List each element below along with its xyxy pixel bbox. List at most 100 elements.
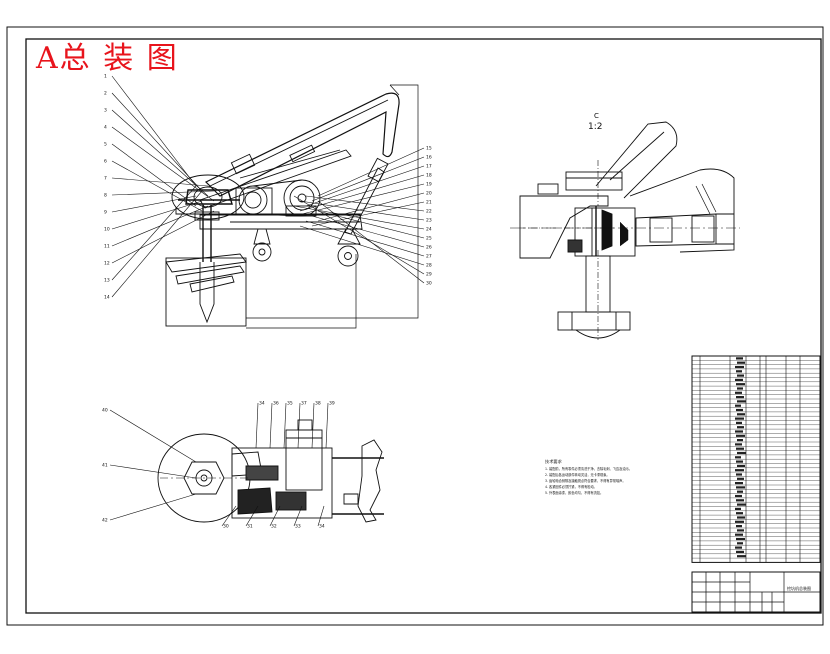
leader-line [283,402,287,449]
leader-line [317,192,425,222]
callout-number: 32 [271,524,277,530]
parts-list-entry [735,365,744,369]
leader-line [111,109,209,197]
parts-list-entry [737,400,746,403]
parts-list-entry [737,439,743,442]
leader-line [111,177,209,187]
parts-list-entry [735,443,742,446]
leader-line [111,92,203,192]
leader-line [325,402,329,449]
parts-list-entry [736,473,742,476]
parts-list-entry [737,503,746,506]
leader-line [111,190,215,196]
callout-number: 19 [426,182,432,188]
leader-line [317,200,425,284]
main-view-leader-lines [111,75,425,298]
parts-list-entry [735,391,742,394]
leader-line [245,505,259,527]
callout-number: 25 [426,236,432,242]
parts-list-entry [735,494,742,498]
parts-list-entry [737,426,744,429]
callout-number: 5 [104,142,107,148]
tech-requirement-line: 2. 装配后各运动部件转动灵活，无卡滞现象。 [545,472,610,477]
callout-number: 41 [102,463,108,469]
leader-line [299,225,425,266]
parts-list-entry [736,421,742,424]
callout-number: 27 [426,254,432,260]
leader-line [311,215,425,248]
leader-line [111,195,197,213]
callout-number: 21 [426,200,432,206]
leader-line [111,143,197,207]
leader-line [111,190,203,298]
parts-list-entry [736,396,744,399]
leader-line [299,174,425,212]
parts-list-entry [737,555,746,558]
leader-line [109,493,197,521]
leader-line [311,156,425,202]
leader-line [109,409,197,463]
leader-line [317,210,425,239]
callout-number: 33 [295,524,301,530]
callout-number: 6 [104,159,107,165]
callout-number: 17 [426,164,432,170]
technical-requirements: 技术要求 1. 装配前，所有零件必须清洗干净，去除毛刺、飞边及油污。 2. 装配… [545,458,632,495]
parts-list-entry [737,529,744,532]
parts-list-entry [737,477,744,480]
parts-list-entry [737,387,743,390]
callout-number: 37 [301,401,307,407]
leader-line [299,200,425,221]
parts-list-entry [737,516,745,519]
callout-number: 4 [104,125,107,131]
parts-list-entry [737,464,745,467]
parts-list-entry [736,370,742,373]
callout-number: 28 [426,263,432,269]
parts-list-entry [736,383,745,386]
callout-number: 31 [247,524,253,530]
callout-number: 3 [104,108,107,114]
callout-number: 26 [426,245,432,251]
leader-line [269,505,281,527]
leader-line [255,402,259,449]
parts-list-entry [737,413,745,416]
callout-number: 16 [426,155,432,161]
parts-list-entry [736,525,742,528]
parts-list-entry [736,537,745,541]
callout-number: 20 [426,191,432,197]
plan-view-leader-lines [109,402,329,527]
callout-number: 8 [104,193,107,199]
parts-list-entry [736,408,743,412]
callout-number: 38 [315,401,321,407]
detail-view-letter: C [594,112,599,120]
parts-list-entry [737,374,744,377]
callout-number: 23 [426,218,432,224]
detail-view-c [510,121,740,340]
parts-list-entry [737,490,743,493]
callout-number: 15 [426,146,432,152]
leader-line [311,402,315,449]
callout-number: 7 [104,176,107,182]
inner-border [25,38,822,614]
callout-number: 39 [329,401,335,407]
parts-list-entry [735,404,741,407]
tech-requirement-line: 3. 齿轮啮合侧隙及接触斑点符合要求，不得有异常噪声。 [545,478,626,483]
parts-list-entry [735,469,744,472]
leader-line [269,402,273,449]
tech-requirements-heading: 技术要求 [545,458,563,465]
callout-number: 10 [104,227,110,233]
parts-list-entry [737,451,746,455]
leader-line [305,195,425,212]
callout-number: 1 [104,74,107,80]
leader-line [311,201,425,227]
leader-line [221,505,237,527]
tech-requirement-line: 5. 外表面涂漆，颜色均匀，不得有流挂。 [545,490,603,495]
parts-list-entry [737,542,743,545]
leader-line [109,464,197,479]
tech-requirement-line: 4. 各紧固件必须拧紧，不得有松动。 [545,484,597,489]
parts-list-entry [736,357,743,360]
detail-view-scale: 1:2 [588,122,603,132]
parts-list-entry [735,533,743,536]
parts-list-entry [735,482,743,485]
callout-number: 35 [287,401,293,407]
